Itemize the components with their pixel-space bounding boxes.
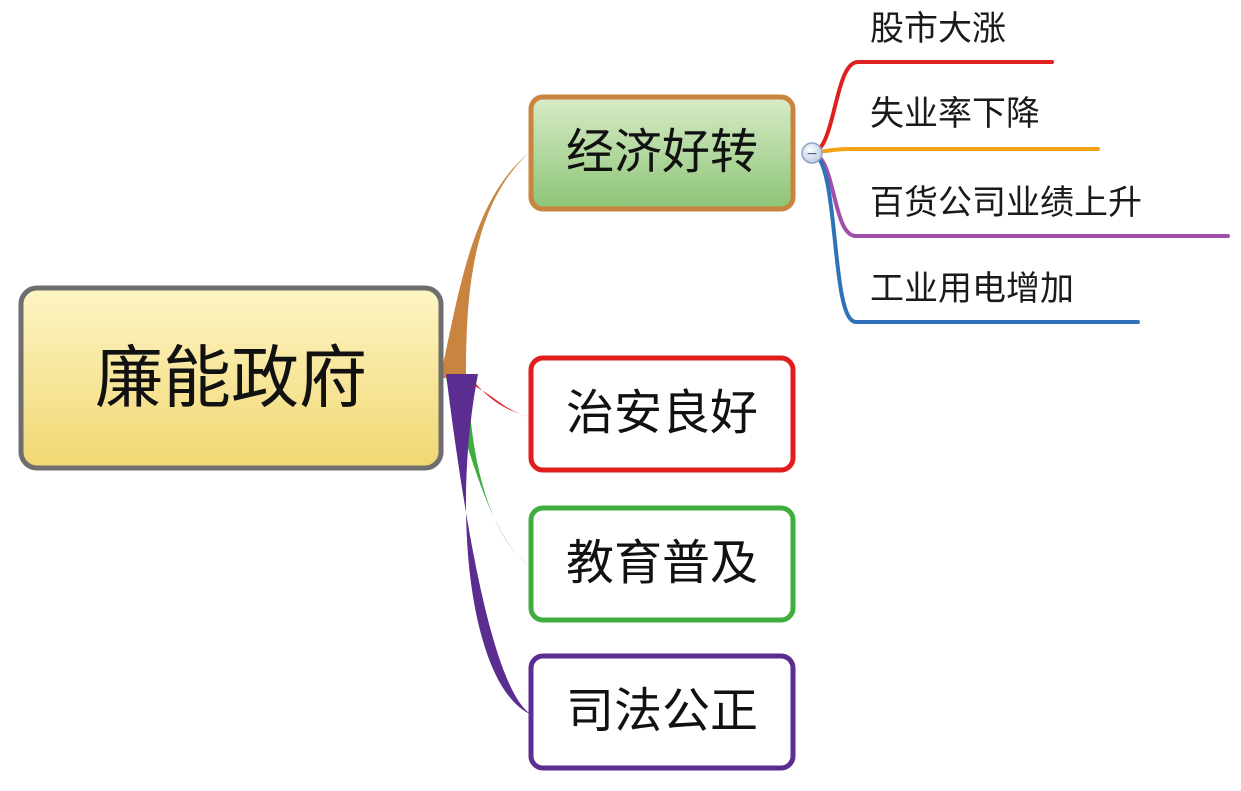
branch-node-justice-label: 司法公正 — [566, 683, 758, 739]
branch-node-education-box — [528, 505, 796, 623]
sub-connector-industrial-power — [810, 151, 1140, 324]
branch-node-economy[interactable]: 经济好转 — [528, 94, 796, 212]
sub-topic-unemployment-label[interactable]: 失业率下降 — [870, 94, 1040, 134]
collapse-icon: − — [806, 146, 818, 162]
connector-economy — [440, 152, 530, 378]
branch-node-justice[interactable]: 司法公正 — [528, 653, 796, 771]
sub-connector-unemployment — [810, 147, 1100, 155]
sub-branch-labels: 股市大涨 失业率下降 百货公司业绩上升 工业用电增加 — [870, 9, 1142, 309]
branch-node-security-box — [528, 355, 796, 473]
root-node[interactable]: 廉能政府 — [18, 285, 444, 471]
connector-security — [450, 378, 532, 417]
branch-node-security[interactable]: 治安良好 — [528, 355, 796, 473]
connector-justice — [446, 374, 532, 715]
root-node-label: 廉能政府 — [95, 340, 367, 419]
branch-node-economy-box — [528, 94, 796, 212]
collapse-toggle-circle — [801, 142, 823, 164]
sub-topic-industrial-power-label[interactable]: 工业用电增加 — [870, 269, 1074, 309]
branch-node-economy-label: 经济好转 — [566, 124, 758, 180]
branch-node-education[interactable]: 教育普及 — [528, 505, 796, 623]
collapse-toggle-button[interactable]: − — [801, 142, 823, 164]
root-node-box — [18, 285, 444, 471]
sub-topic-department-store-label[interactable]: 百货公司业绩上升 — [870, 183, 1142, 223]
sub-topic-stock-label[interactable]: 股市大涨 — [870, 9, 1006, 49]
branch-node-justice-box — [528, 653, 796, 771]
branch-node-security-label: 治安良好 — [566, 385, 758, 441]
branch-node-education-label: 教育普及 — [566, 535, 758, 591]
branch-connectors — [440, 152, 532, 715]
